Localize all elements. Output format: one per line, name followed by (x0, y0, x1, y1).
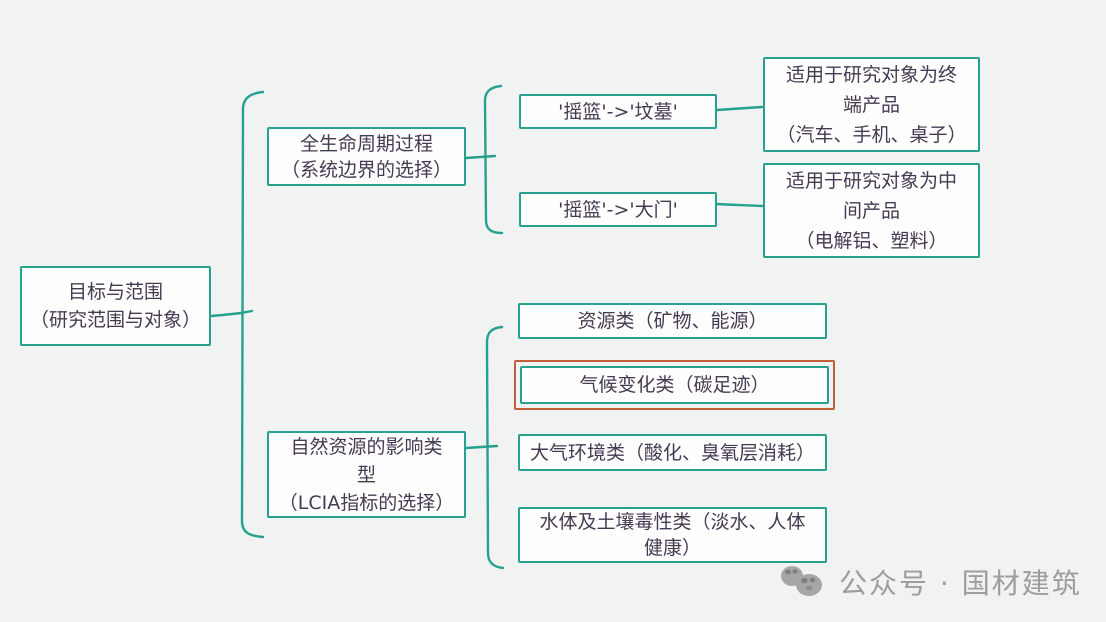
node-text-line: 型 (356, 463, 376, 486)
node-text-line: 端产品 (842, 93, 900, 116)
node-text-line: 适用于研究对象为终 (785, 63, 957, 86)
brace-left (240, 90, 265, 539)
node-cradle-to-grave[interactable]: '摇篮'->'坟墓' (519, 94, 717, 129)
node-text-line: 健康） (643, 537, 701, 559)
link-cradle-grave-to-terminal (715, 105, 764, 112)
link-impact-to-brace (464, 444, 499, 450)
node-text-line: 水体及土壤毒性类（淡水、人体 (539, 511, 806, 533)
node-text-line: 大气环境类（酸化、臭氧层消耗） (529, 441, 815, 464)
node-goal-and-scope[interactable]: 目标与范围 （研究范围与对象） (20, 266, 211, 346)
node-text-line: 自然资源的影响类 (290, 435, 443, 458)
node-climate-change-category[interactable]: 气候变化类（碳足迹） (520, 366, 829, 404)
node-text-line: 资源类（矿物、能源） (577, 310, 768, 332)
link-lifecycle-to-brace (464, 154, 497, 160)
watermark-label: 公众号 · 国材建筑 (839, 567, 1082, 600)
node-impact-types[interactable]: 自然资源的影响类 型 （LCIA指标的选择） (267, 431, 466, 518)
highlight-frame-climate: 气候变化类（碳足迹） (514, 360, 835, 410)
link-root-to-brace (209, 309, 254, 318)
link-cradle-gate-to-intermediate (715, 202, 764, 208)
node-text-line: '摇篮'->'大门' (558, 198, 678, 221)
node-text-line: 气候变化类（碳足迹） (579, 374, 770, 396)
node-resource-category[interactable]: 资源类（矿物、能源） (518, 303, 827, 339)
node-text-line: 目标与范围 (67, 281, 163, 303)
node-water-soil-toxicity-category[interactable]: 水体及土壤毒性类（淡水、人体 健康） (518, 507, 827, 563)
node-text-line: 间产品 (842, 199, 900, 222)
brace-bottom-right (485, 325, 505, 570)
node-text-line: 适用于研究对象为中 (785, 169, 957, 192)
stones-icon (781, 566, 822, 596)
node-text-line: （电解铝、塑料） (795, 229, 948, 252)
node-text-line: 全生命周期过程 (299, 132, 433, 155)
node-atmosphere-category[interactable]: 大气环境类（酸化、臭氧层消耗） (518, 434, 827, 471)
node-terminal-product[interactable]: 适用于研究对象为终 端产品 （汽车、手机、桌子） (763, 57, 980, 152)
node-text-line: （系统边界的选择） (280, 158, 452, 181)
brace-top-right (483, 84, 504, 235)
node-lifecycle-process[interactable]: 全生命周期过程 （系统边界的选择） (267, 127, 466, 186)
node-intermediate-product[interactable]: 适用于研究对象为中 间产品 （电解铝、塑料） (763, 163, 980, 258)
node-text-line: （LCIA指标的选择） (278, 491, 455, 514)
node-cradle-to-gate[interactable]: '摇篮'->'大门' (519, 192, 717, 227)
node-text-line: （汽车、手机、桌子） (776, 123, 967, 146)
node-text-line: '摇篮'->'坟墓' (558, 100, 678, 123)
watermark: 公众号 · 国材建筑 (778, 558, 1082, 606)
node-text-line: （研究范围与对象） (29, 309, 201, 331)
